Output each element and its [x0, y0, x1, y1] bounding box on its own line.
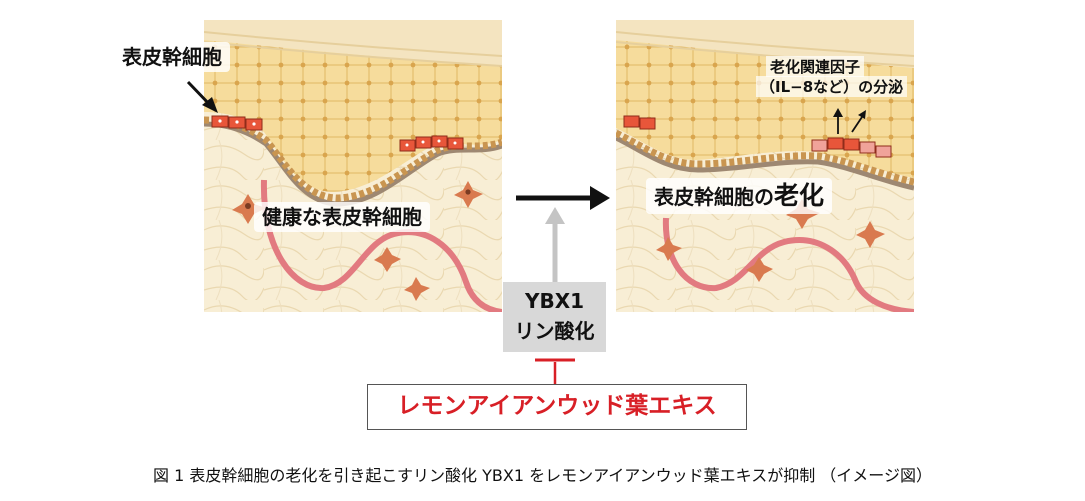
aged-skin-illustration: 表皮幹細胞の老化 老化関連因子 （IL−8など）の分泌	[616, 20, 914, 312]
inhibition-bar	[535, 358, 575, 384]
lemon-ironwood-extract-box: レモンアイアンウッド葉エキス	[367, 384, 747, 430]
ybx1-phosphorylation-box: YBX1 リン酸化	[503, 282, 606, 352]
healthy-stem-cells	[211, 115, 464, 152]
ybx1-label: YBX1	[524, 289, 585, 313]
figure-caption: 図 1 表皮幹細胞の老化を引き起こすリン酸化 YBX1 をレモンアイアンウッド葉…	[153, 466, 932, 485]
ybx-promotion-arrow	[545, 207, 565, 282]
phosphorylation-label: リン酸化	[514, 319, 595, 343]
healthy-skin-illustration: 表皮幹細胞 健康な表皮幹細胞	[114, 20, 502, 312]
stem-cell-pointer-arrow	[186, 80, 218, 113]
aging-progression-arrow	[516, 186, 610, 210]
aging-stem-cell-label: 表皮幹細胞の老化	[646, 178, 833, 214]
aging-label-prefix: 表皮幹細胞の	[654, 185, 774, 209]
healthy-stem-cell-label: 健康な表皮幹細胞	[254, 202, 430, 232]
aging-label-emphasis: 老化	[774, 181, 825, 210]
stem-cell-label: 表皮幹細胞	[114, 42, 230, 72]
aging-factor-label-line2: （IL−8など）の分泌	[756, 76, 908, 97]
aging-factor-label-line1: 老化関連因子	[766, 56, 865, 77]
healthy-skin-graphic	[204, 20, 502, 312]
aged-stem-cells	[623, 115, 892, 158]
